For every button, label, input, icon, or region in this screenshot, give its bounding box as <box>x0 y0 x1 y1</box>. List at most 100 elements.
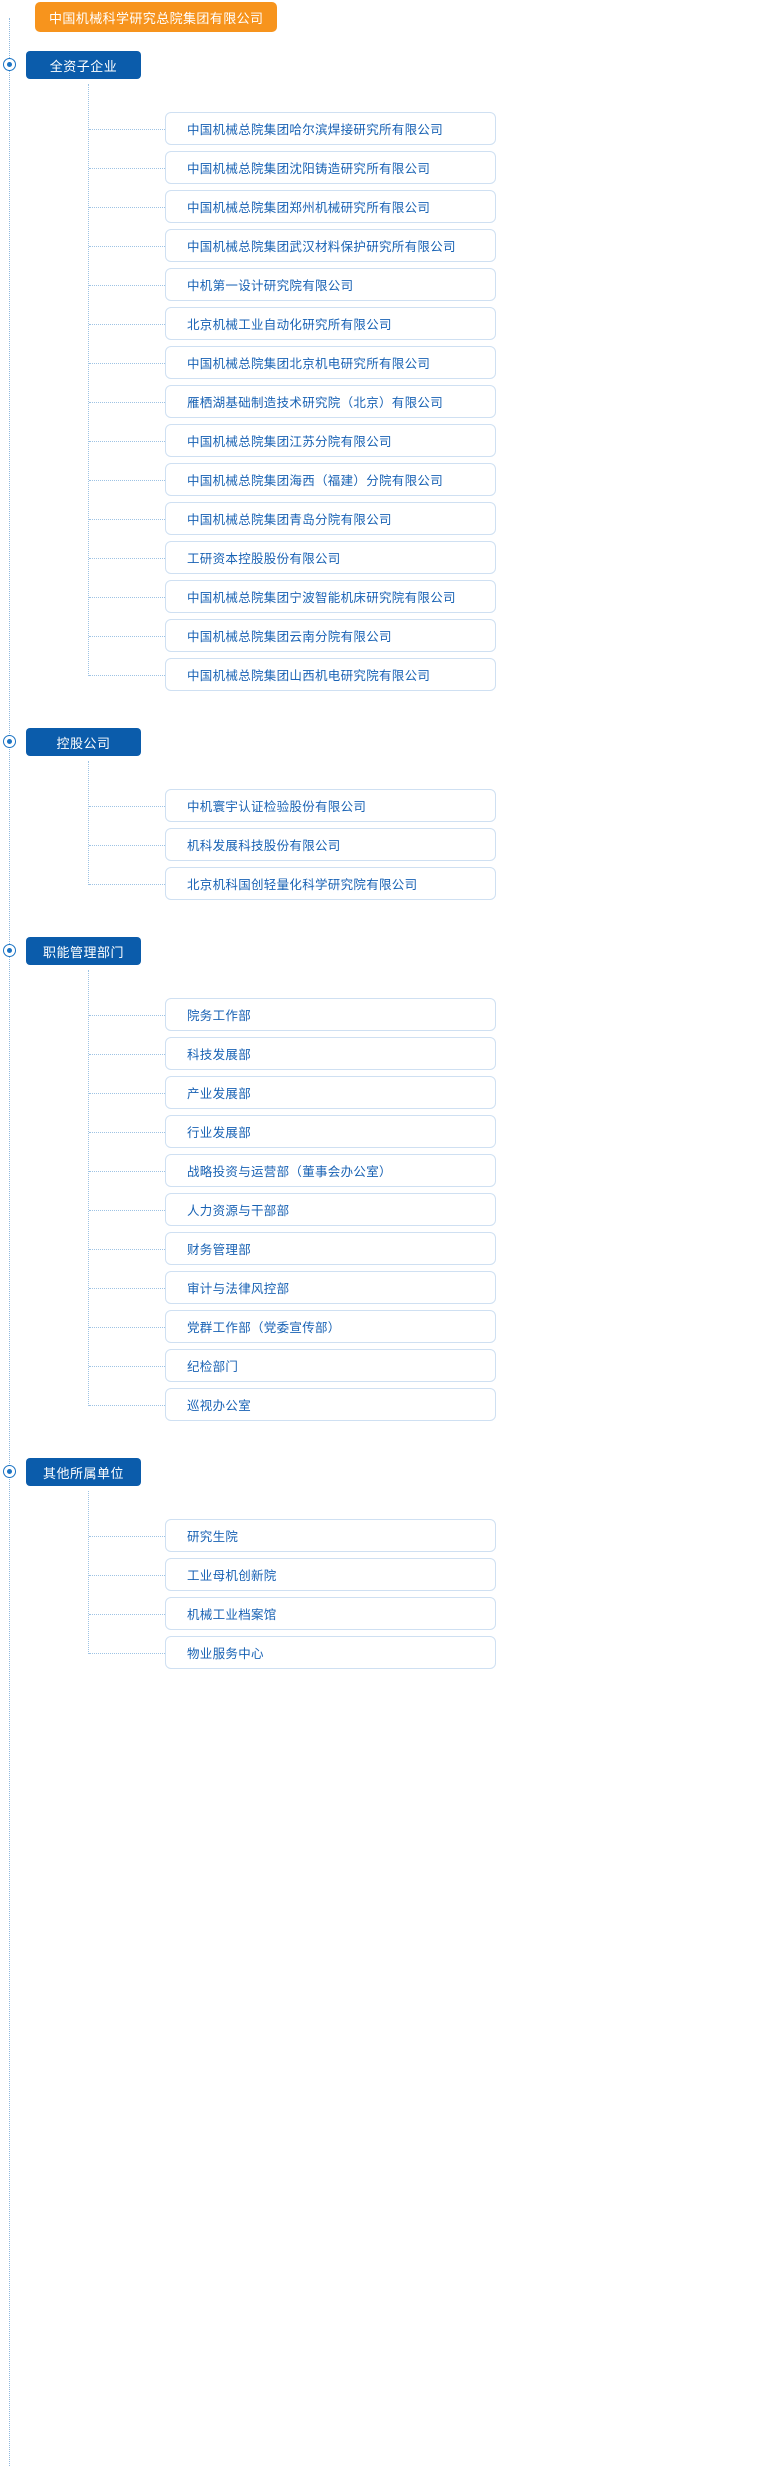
section-gap <box>0 1431 779 1453</box>
org-item: 中国机械总院集团云南分院有限公司 <box>0 617 779 656</box>
org-item-box[interactable]: 机科发展科技股份有限公司 <box>165 828 496 861</box>
org-item-box[interactable]: 中国机械总院集团江苏分院有限公司 <box>165 424 496 457</box>
org-item-box[interactable]: 院务工作部 <box>165 998 496 1031</box>
org-item-box[interactable]: 产业发展部 <box>165 1076 496 1109</box>
org-item: 中国机械总院集团北京机电研究所有限公司 <box>0 344 779 383</box>
section-header: 控股公司 <box>0 723 779 787</box>
spine-node-icon <box>3 944 16 957</box>
org-item-box[interactable]: 工业母机创新院 <box>165 1558 496 1591</box>
org-item-box[interactable]: 人力资源与干部部 <box>165 1193 496 1226</box>
org-item-box[interactable]: 雁栖湖基础制造技术研究院（北京）有限公司 <box>165 385 496 418</box>
org-item-box[interactable]: 战略投资与运营部（董事会办公室） <box>165 1154 496 1187</box>
org-item-box[interactable]: 中机第一设计研究院有限公司 <box>165 268 496 301</box>
item-connector-line <box>89 519 165 520</box>
org-item-label: 科技发展部 <box>187 1047 252 1062</box>
org-item-box[interactable]: 工研资本控股股份有限公司 <box>165 541 496 574</box>
item-connector-line <box>89 806 165 807</box>
org-item-box[interactable]: 科技发展部 <box>165 1037 496 1070</box>
org-item-label: 中国机械总院集团云南分院有限公司 <box>187 629 392 644</box>
sub-spine-line <box>88 1491 89 1654</box>
section-items: 中国机械总院集团哈尔滨焊接研究所有限公司中国机械总院集团沈阳铸造研究所有限公司中… <box>0 84 779 701</box>
org-item: 机械工业档案馆 <box>0 1595 779 1634</box>
org-item-label: 机科发展科技股份有限公司 <box>187 838 341 853</box>
org-item: 中机寰宇认证检验股份有限公司 <box>0 787 779 826</box>
main-spine-line <box>9 18 10 2466</box>
org-item: 财务管理部 <box>0 1230 779 1269</box>
item-connector-line <box>89 441 165 442</box>
org-item-box[interactable]: 中国机械总院集团青岛分院有限公司 <box>165 502 496 535</box>
org-item-box[interactable]: 中国机械总院集团郑州机械研究所有限公司 <box>165 190 496 223</box>
org-item-box[interactable]: 巡视办公室 <box>165 1388 496 1421</box>
org-item-label: 中机第一设计研究院有限公司 <box>187 278 354 293</box>
org-item-box[interactable]: 中国机械总院集团哈尔滨焊接研究所有限公司 <box>165 112 496 145</box>
org-item: 中国机械总院集团哈尔滨焊接研究所有限公司 <box>0 110 779 149</box>
org-item-box[interactable]: 财务管理部 <box>165 1232 496 1265</box>
item-connector-line <box>89 1054 165 1055</box>
org-item-box[interactable]: 党群工作部（党委宣传部） <box>165 1310 496 1343</box>
org-item-label: 研究生院 <box>187 1529 239 1544</box>
org-item: 研究生院 <box>0 1517 779 1556</box>
root-row: 中国机械科学研究总院集团有限公司 <box>0 0 779 46</box>
org-item: 中国机械总院集团宁波智能机床研究院有限公司 <box>0 578 779 617</box>
org-item-box[interactable]: 审计与法律风控部 <box>165 1271 496 1304</box>
section-title-0[interactable]: 全资子企业 <box>26 51 141 79</box>
org-item: 中国机械总院集团青岛分院有限公司 <box>0 500 779 539</box>
section-items: 院务工作部科技发展部产业发展部行业发展部战略投资与运营部（董事会办公室） 人力资源… <box>0 970 779 1431</box>
sub-spine-line <box>88 761 89 885</box>
org-item-box[interactable]: 中国机械总院集团北京机电研究所有限公司 <box>165 346 496 379</box>
org-item-label: 中国机械总院集团哈尔滨焊接研究所有限公司 <box>187 122 444 137</box>
org-item-label: 中国机械总院集团江苏分院有限公司 <box>187 434 392 449</box>
org-section: 全资子企业中国机械总院集团哈尔滨焊接研究所有限公司中国机械总院集团沈阳铸造研究所… <box>0 46 779 723</box>
section-gap <box>0 701 779 723</box>
org-item: 人力资源与干部部 <box>0 1191 779 1230</box>
item-connector-line <box>89 1327 165 1328</box>
org-item-label: 院务工作部 <box>187 1008 252 1023</box>
item-connector-line <box>89 480 165 481</box>
org-item-label: 中国机械总院集团武汉材料保护研究所有限公司 <box>187 239 456 254</box>
org-item-box[interactable]: 中国机械总院集团沈阳铸造研究所有限公司 <box>165 151 496 184</box>
item-connector-line <box>89 1093 165 1094</box>
org-item-box[interactable]: 机械工业档案馆 <box>165 1597 496 1630</box>
org-item-label: 财务管理部 <box>187 1242 252 1257</box>
org-item-label: 中国机械总院集团宁波智能机床研究院有限公司 <box>187 590 456 605</box>
item-connector-line <box>89 1210 165 1211</box>
section-title-2[interactable]: 职能管理部门 <box>26 937 141 965</box>
org-item-box[interactable]: 中机寰宇认证检验股份有限公司 <box>165 789 496 822</box>
spine-node-icon <box>3 735 16 748</box>
org-item-box[interactable]: 中国机械总院集团海西（福建）分院有限公司 <box>165 463 496 496</box>
org-item-label: 纪检部门 <box>187 1359 239 1374</box>
item-connector-line <box>89 363 165 364</box>
item-connector-line <box>89 1614 165 1615</box>
org-item-label: 巡视办公室 <box>187 1398 252 1413</box>
org-item-box[interactable]: 中国机械总院集团宁波智能机床研究院有限公司 <box>165 580 496 613</box>
org-item-box[interactable]: 北京机械工业自动化研究所有限公司 <box>165 307 496 340</box>
org-item-box[interactable]: 行业发展部 <box>165 1115 496 1148</box>
org-item-box[interactable]: 研究生院 <box>165 1519 496 1552</box>
org-item-box[interactable]: 中国机械总院集团云南分院有限公司 <box>165 619 496 652</box>
org-item-box[interactable]: 纪检部门 <box>165 1349 496 1382</box>
item-connector-line <box>89 1536 165 1537</box>
org-item: 中国机械总院集团武汉材料保护研究所有限公司 <box>0 227 779 266</box>
item-connector-line <box>89 246 165 247</box>
org-item-box[interactable]: 物业服务中心 <box>165 1636 496 1669</box>
org-item: 物业服务中心 <box>0 1634 779 1673</box>
org-item-box[interactable]: 中国机械总院集团山西机电研究院有限公司 <box>165 658 496 691</box>
item-connector-line <box>89 129 165 130</box>
org-item-box[interactable]: 北京机科国创轻量化科学研究院有限公司 <box>165 867 496 900</box>
org-item: 中国机械总院集团江苏分院有限公司 <box>0 422 779 461</box>
root-node-company[interactable]: 中国机械科学研究总院集团有限公司 <box>35 2 278 32</box>
item-connector-line <box>89 1132 165 1133</box>
item-connector-line <box>89 1171 165 1172</box>
org-item: 中国机械总院集团海西（福建）分院有限公司 <box>0 461 779 500</box>
section-title-3[interactable]: 其他所属单位 <box>26 1458 141 1486</box>
org-item-label: 中国机械总院集团青岛分院有限公司 <box>187 512 392 527</box>
item-connector-line <box>89 558 165 559</box>
section-gap <box>0 1679 779 1701</box>
item-connector-line <box>89 845 165 846</box>
section-title-1[interactable]: 控股公司 <box>26 728 141 756</box>
org-item: 工业母机创新院 <box>0 1556 779 1595</box>
item-connector-line <box>89 884 165 885</box>
org-item-box[interactable]: 中国机械总院集团武汉材料保护研究所有限公司 <box>165 229 496 262</box>
item-connector-line <box>89 1366 165 1367</box>
org-item-label: 产业发展部 <box>187 1086 252 1101</box>
